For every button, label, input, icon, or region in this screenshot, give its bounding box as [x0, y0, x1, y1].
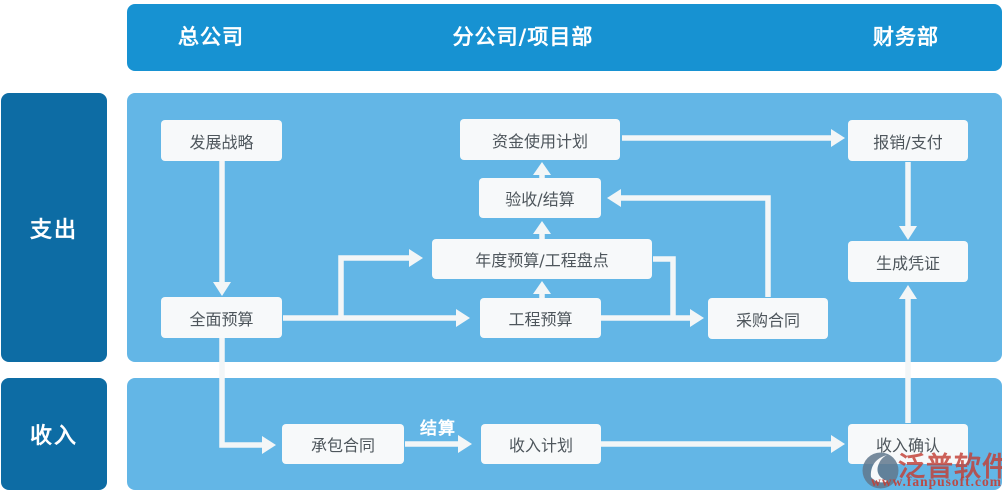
flow-node-fund-usage-plan: 资金使用计划 — [460, 119, 620, 160]
edge-label-settlement: 结算 — [420, 419, 456, 439]
column-header-finance-dept: 财务部 — [873, 25, 939, 49]
flow-node-project-budget: 工程预算 — [480, 298, 601, 338]
flow-node-income-confirmation: 收入确认 — [848, 424, 968, 464]
flow-node-reimbursement-payment: 报销/支付 — [848, 120, 968, 161]
flow-node-development-strategy: 发展战略 — [161, 120, 282, 161]
flow-node-acceptance-settlement: 验收/结算 — [479, 178, 601, 218]
column-header-head-office: 总公司 — [178, 25, 244, 49]
flow-node-overall-budget: 全面预算 — [161, 297, 282, 338]
flow-node-purchase-contract: 采购合同 — [708, 298, 828, 339]
watermark-brand-text: 泛普软件 — [898, 452, 1002, 483]
flow-node-generate-voucher: 生成凭证 — [848, 241, 968, 282]
row-label-expense: 支出 — [1, 93, 107, 362]
watermark-url-text: www.fanpusoft.com — [871, 474, 1002, 489]
flow-node-contracting-contract: 承包合同 — [282, 424, 404, 464]
fanpu-logo-icon — [862, 452, 899, 489]
header-bar — [127, 4, 1002, 71]
row-label-income: 收入 — [1, 378, 107, 490]
column-header-branch-project-dept: 分公司/项目部 — [452, 25, 594, 49]
row-label-income-text: 收入 — [29, 424, 78, 449]
row-label-expense-text: 支出 — [29, 217, 78, 243]
flow-node-annual-budget-inventory: 年度预算/工程盘点 — [432, 239, 652, 279]
watermark: 泛普软件 www.fanpusoft.com — [860, 447, 1002, 493]
flow-node-income-plan: 收入计划 — [481, 424, 601, 464]
